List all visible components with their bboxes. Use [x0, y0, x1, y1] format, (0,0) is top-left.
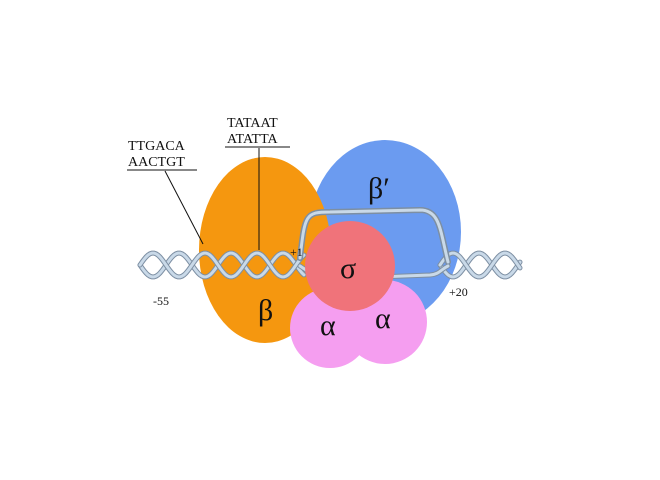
beta-subunit [199, 157, 331, 343]
sigma-subunit [305, 221, 395, 311]
minus10-bottom-seq: ATATTA [227, 132, 279, 147]
beta-label: β [258, 294, 273, 327]
minus35-bottom-seq: AACTGT [128, 155, 185, 170]
downstream-dna-strand [438, 251, 522, 279]
upstream-dna-strand [138, 251, 306, 279]
alpha-left-label: α [320, 309, 336, 342]
downstream-dna-strand [438, 251, 522, 279]
position-minus55: -55 [153, 294, 169, 308]
minus10-top-seq: TATAAT [227, 116, 278, 131]
position-plus20: +20 [449, 285, 468, 299]
alpha-right-label: α [375, 302, 391, 335]
minus35-top-seq: TTGACA [128, 139, 186, 154]
beta-prime-label: β′ [368, 172, 390, 205]
position-plus1: +1 [290, 245, 303, 259]
sigma-label: σ [340, 252, 356, 285]
minus35-pointer [164, 170, 204, 245]
transcription-bubble-strand [298, 208, 450, 264]
